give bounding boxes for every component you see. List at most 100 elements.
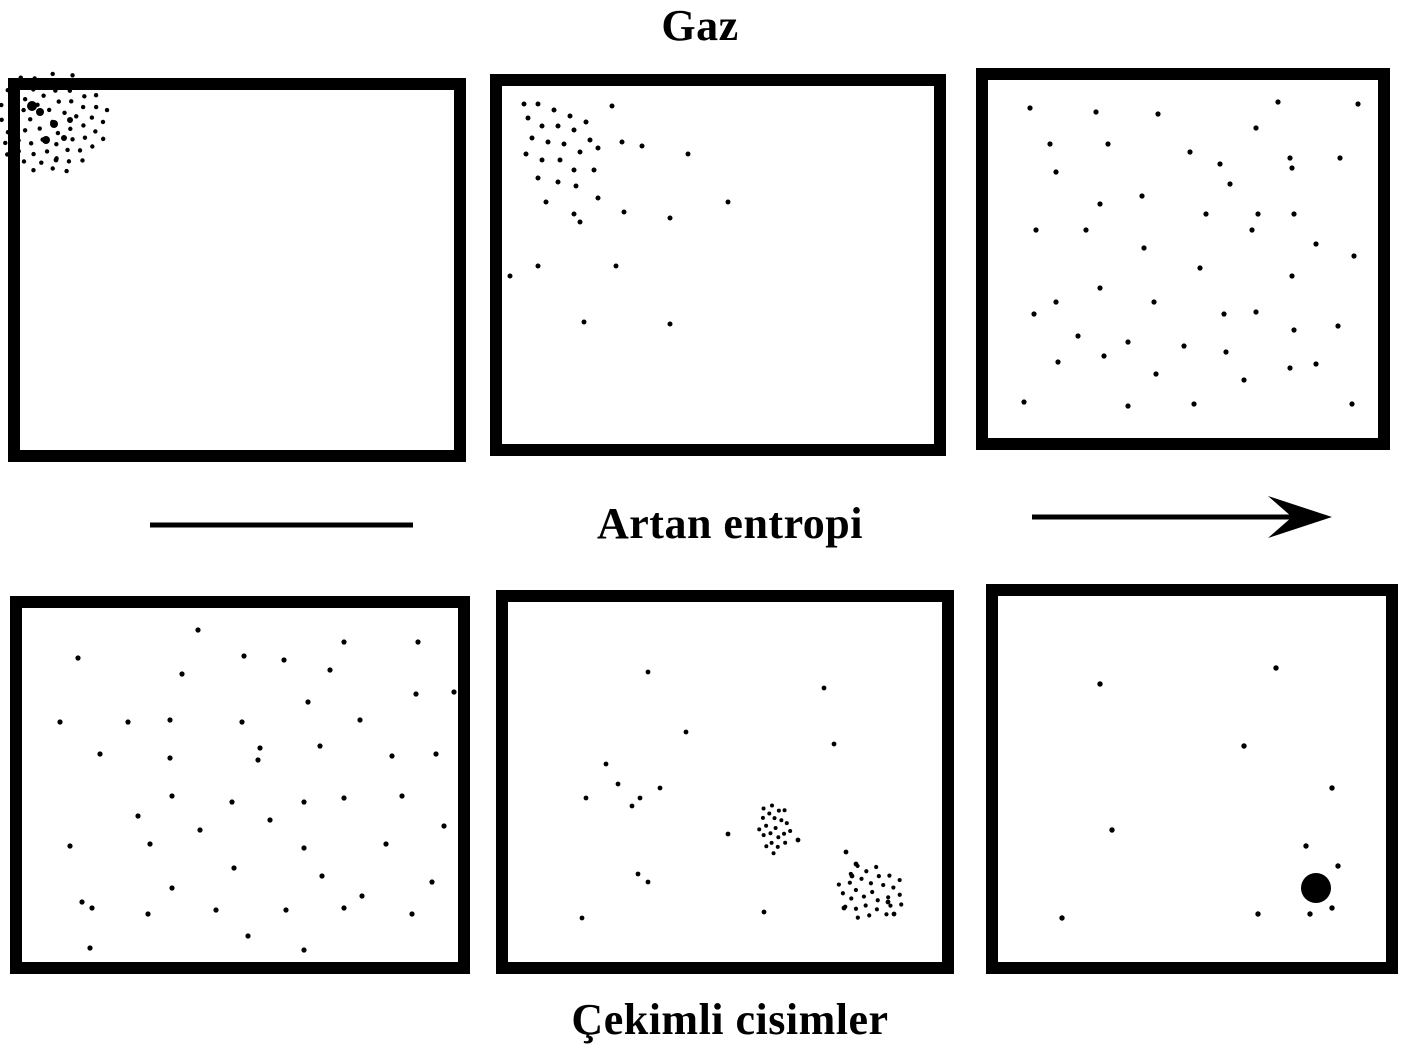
particle bbox=[761, 806, 766, 811]
particle bbox=[1021, 399, 1027, 405]
particle bbox=[639, 143, 645, 149]
particle bbox=[383, 841, 389, 847]
particle bbox=[1053, 299, 1059, 305]
gravitating-bodies-label: Çekimli cisimler bbox=[571, 995, 889, 1044]
particle bbox=[1047, 141, 1053, 147]
particle bbox=[53, 157, 59, 163]
particle bbox=[67, 88, 73, 93]
particle bbox=[1253, 309, 1259, 315]
particle bbox=[555, 179, 561, 185]
particle bbox=[75, 655, 81, 661]
particle bbox=[657, 785, 663, 791]
gravity-panel-1 bbox=[10, 596, 470, 974]
particle bbox=[1083, 227, 1089, 233]
particle bbox=[1287, 155, 1293, 161]
particle bbox=[1125, 339, 1131, 345]
particle bbox=[62, 110, 67, 116]
gas-panel-1-particles bbox=[0, 71, 110, 174]
entropy-label: Artan entropi bbox=[596, 499, 863, 548]
particle bbox=[169, 885, 175, 891]
particle bbox=[50, 71, 55, 77]
particle bbox=[776, 808, 781, 813]
particle bbox=[1289, 165, 1295, 171]
particle bbox=[875, 898, 880, 903]
particle bbox=[849, 873, 855, 879]
particle bbox=[853, 906, 859, 911]
particle bbox=[859, 876, 864, 881]
particle bbox=[61, 79, 66, 84]
particle bbox=[529, 135, 535, 141]
particle bbox=[50, 120, 58, 128]
particle bbox=[1181, 343, 1187, 349]
particle bbox=[635, 871, 641, 877]
particle bbox=[573, 183, 579, 189]
particle bbox=[44, 149, 50, 154]
particle bbox=[213, 907, 219, 913]
particle bbox=[1227, 181, 1233, 187]
particle bbox=[37, 126, 42, 131]
particle bbox=[267, 817, 273, 823]
particle bbox=[1191, 401, 1197, 407]
particle bbox=[1307, 911, 1313, 917]
particle bbox=[255, 757, 261, 763]
particle bbox=[1033, 227, 1039, 233]
particle bbox=[1241, 743, 1247, 749]
particle bbox=[231, 865, 237, 871]
particle bbox=[667, 215, 673, 221]
particle bbox=[886, 895, 891, 900]
particle bbox=[5, 129, 11, 135]
particle bbox=[357, 717, 363, 723]
particle bbox=[16, 149, 21, 154]
particle bbox=[82, 94, 87, 99]
particle bbox=[53, 88, 58, 93]
particle bbox=[1125, 403, 1131, 409]
particle bbox=[90, 144, 95, 149]
particle bbox=[685, 151, 691, 157]
particle bbox=[70, 73, 75, 78]
particle bbox=[167, 717, 173, 723]
particle bbox=[197, 827, 203, 833]
particle bbox=[507, 273, 513, 279]
particle bbox=[567, 113, 573, 119]
particle bbox=[761, 909, 767, 915]
particle bbox=[1059, 915, 1065, 921]
particle bbox=[13, 121, 18, 126]
particle bbox=[577, 219, 583, 225]
gravity-panel-3-particles bbox=[1059, 665, 1341, 921]
particle bbox=[100, 119, 106, 125]
particle bbox=[609, 103, 615, 109]
particle bbox=[433, 751, 439, 757]
particle bbox=[629, 803, 635, 809]
particle bbox=[18, 85, 24, 90]
particle bbox=[887, 873, 892, 878]
particle bbox=[555, 123, 561, 129]
particle bbox=[1153, 371, 1159, 377]
particle bbox=[301, 947, 307, 953]
particle bbox=[1337, 155, 1343, 161]
particle bbox=[523, 151, 529, 157]
particle bbox=[429, 879, 435, 885]
gravity-panel-2 bbox=[496, 590, 954, 974]
particle bbox=[42, 136, 50, 144]
particle bbox=[587, 137, 593, 143]
gravity-panel-3 bbox=[986, 584, 1398, 974]
particle bbox=[1255, 211, 1261, 217]
particle bbox=[135, 813, 141, 819]
particle bbox=[44, 80, 49, 86]
particle bbox=[11, 163, 16, 168]
particle bbox=[257, 745, 263, 751]
particle bbox=[97, 751, 103, 757]
particle bbox=[5, 152, 10, 157]
particle bbox=[767, 811, 772, 816]
particle bbox=[145, 911, 151, 917]
particle bbox=[68, 126, 73, 132]
particle bbox=[1291, 211, 1297, 217]
particle bbox=[770, 803, 775, 808]
particle bbox=[36, 108, 44, 116]
particle bbox=[281, 657, 287, 663]
particle bbox=[769, 840, 774, 845]
particle bbox=[441, 823, 447, 829]
particle bbox=[788, 828, 793, 833]
particle bbox=[82, 135, 88, 140]
particle bbox=[31, 167, 36, 173]
